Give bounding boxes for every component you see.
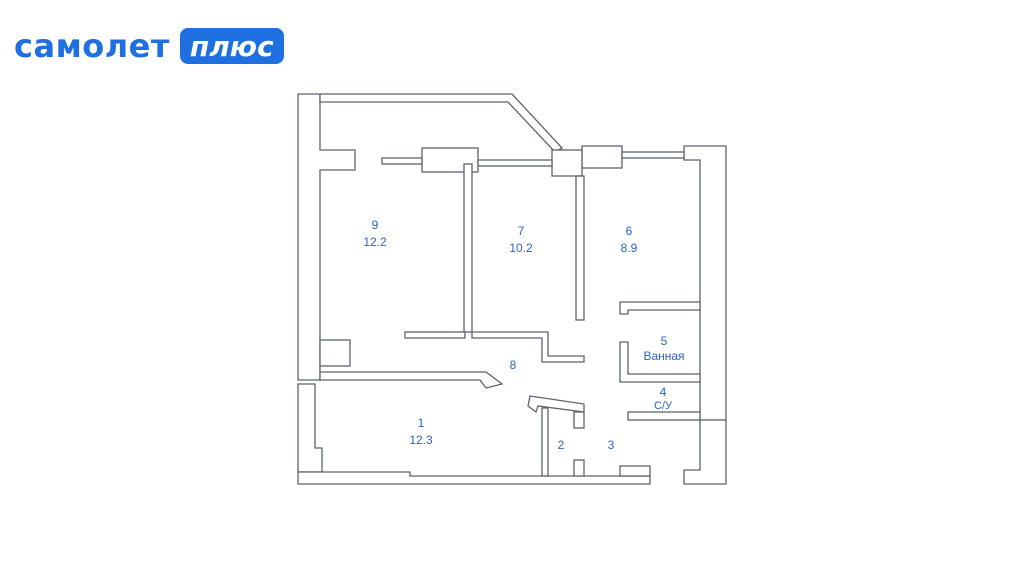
hall-stub xyxy=(527,395,585,414)
wall-9-bottom xyxy=(404,331,466,339)
interior-walls xyxy=(319,163,701,477)
room-9-area: 12.2 xyxy=(363,235,387,249)
room-1-number: 1 xyxy=(418,416,425,430)
wall-2-left xyxy=(541,407,549,477)
room-5-number: 5 xyxy=(661,334,668,348)
room-4-number: 4 xyxy=(660,385,667,399)
column-room-7 xyxy=(551,149,583,177)
room-6-number: 6 xyxy=(626,224,633,238)
brand-logo: самолет плюс xyxy=(14,26,284,66)
room-8-number: 8 xyxy=(510,358,517,372)
wall-9-7 xyxy=(463,163,473,333)
room-7-number: 7 xyxy=(518,224,525,238)
partition-top-mid xyxy=(477,159,553,167)
left-wall-upper xyxy=(297,93,356,381)
room-labels: 9 12.2 7 10.2 6 8.9 5 Ванная 8 4 С/У 1 1… xyxy=(363,218,684,452)
brand-name: самолет xyxy=(14,27,170,65)
corridor-middle-wall xyxy=(319,371,504,389)
top-partitions xyxy=(381,145,685,177)
wall-3-bottom xyxy=(619,465,651,477)
room-9-number: 9 xyxy=(372,218,379,232)
right-wall-lower xyxy=(683,419,727,485)
room-3-number: 3 xyxy=(608,438,615,452)
room-2-number: 2 xyxy=(558,438,565,452)
corridor-stub-left xyxy=(319,339,351,367)
partition-top-right xyxy=(621,151,685,159)
wall-6-bottom xyxy=(619,301,701,315)
left-wall-lower xyxy=(297,383,323,473)
stub-2-3-bottom xyxy=(573,459,585,477)
partition-top-left xyxy=(381,157,423,165)
stub-2-3-top xyxy=(573,411,585,429)
wall-5-left xyxy=(619,341,701,383)
wall-4-bottom xyxy=(627,411,701,421)
room-4-area: С/У xyxy=(654,400,673,412)
top-wall xyxy=(319,93,564,153)
room-1-area: 12.3 xyxy=(409,433,433,447)
wall-7-6 xyxy=(575,175,585,321)
room-5-area: Ванная xyxy=(643,349,684,363)
room-6-area: 8.9 xyxy=(621,241,638,255)
wall-7-bottom xyxy=(471,331,585,363)
room-7-area: 10.2 xyxy=(509,241,533,255)
outer-walls xyxy=(297,93,727,485)
bottom-wall xyxy=(297,471,651,485)
brand-badge: плюс xyxy=(179,28,284,64)
window-room-6 xyxy=(581,145,623,169)
